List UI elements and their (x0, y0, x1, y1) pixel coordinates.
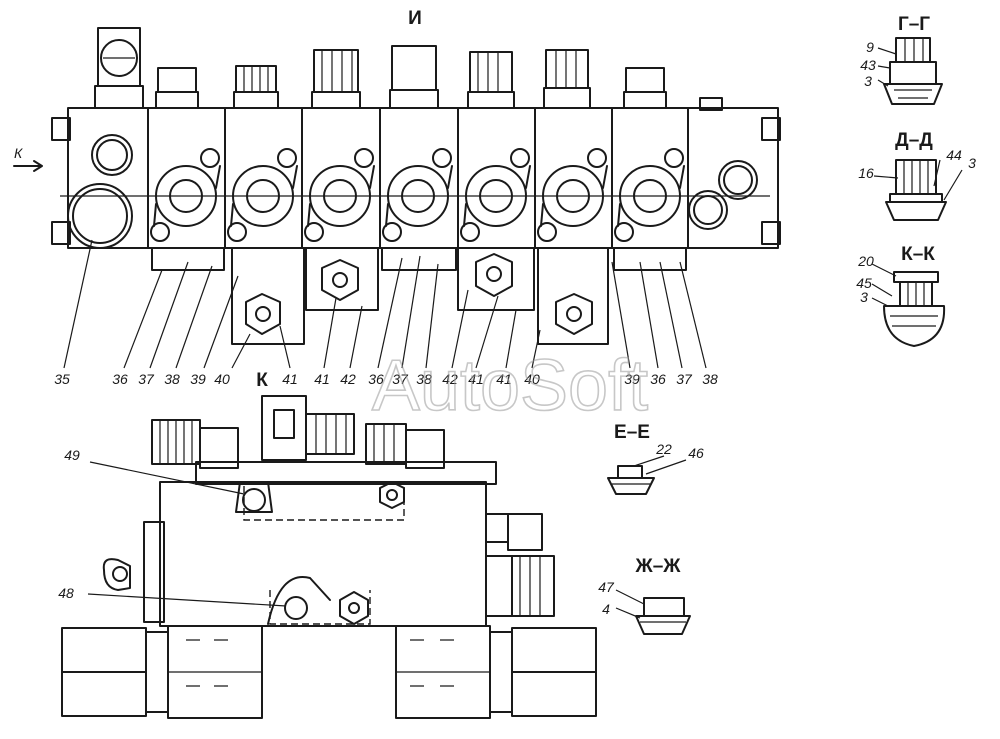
callout-label: 40 (214, 371, 230, 387)
view-label-side-arrow: К (14, 145, 23, 161)
callout-label: 41 (496, 371, 512, 387)
callout-label: 38 (702, 371, 718, 387)
part-label: 3 (860, 289, 868, 305)
section-title: Ж–Ж (635, 556, 682, 577)
part-label: 4 (602, 601, 610, 617)
callout-label: 37 (676, 371, 693, 387)
part-label: 3 (864, 73, 872, 89)
valve-block-side-view (61, 395, 597, 719)
top-fittings (94, 27, 723, 111)
callout-label: 36 (650, 371, 666, 387)
part-label: 43 (860, 57, 876, 73)
callout-label: 36 (112, 371, 128, 387)
callout-label: 39 (624, 371, 640, 387)
valve-block-top-view (13, 27, 781, 369)
section-title: Е–Е (614, 422, 650, 443)
callout-label: 41 (314, 371, 330, 387)
callout-label: 42 (340, 371, 356, 387)
callout-label: 38 (416, 371, 432, 387)
bottom-relief-valves (151, 247, 687, 345)
callout-label: 41 (468, 371, 484, 387)
part-label: 47 (598, 579, 615, 595)
callout-label: 35 (54, 371, 70, 387)
callout-label: 42 (442, 371, 458, 387)
watermark: AutoSoft (372, 346, 648, 426)
section-k-k: К–К 20 45 3 (856, 244, 946, 347)
part-label: 20 (857, 253, 874, 269)
section-zh-zh: Ж–Ж 47 4 (598, 556, 691, 635)
callout-label: 48 (58, 585, 74, 601)
callout-label: 39 (190, 371, 206, 387)
callout-label: 38 (164, 371, 180, 387)
callout-label: 40 (524, 371, 540, 387)
section-title: Д–Д (895, 130, 933, 151)
part-label: 3 (968, 155, 976, 171)
callout-label: 49 (64, 447, 80, 463)
view-label-bottom-left: К (256, 370, 268, 391)
section-title: К–К (901, 244, 935, 265)
callout-label: 36 (368, 371, 384, 387)
part-label: 45 (856, 275, 872, 291)
view-label-top: И (408, 8, 422, 29)
part-label: 22 (655, 441, 672, 457)
callout-label: 37 (392, 371, 409, 387)
callout-label: 37 (138, 371, 155, 387)
section-g-g: Г–Г 9 43 3 (860, 14, 943, 105)
spool-sections (150, 148, 685, 242)
callout-label: 41 (282, 371, 298, 387)
callouts-top: 35 36 37 38 39 40 41 41 42 36 37 38 42 4… (54, 371, 718, 387)
section-title: Г–Г (898, 14, 930, 35)
section-e-e: Е–Е 22 46 (607, 422, 704, 495)
part-label: 9 (866, 39, 874, 55)
leader-lines (63, 239, 707, 369)
section-d-d: Д–Д 16 44 3 (858, 130, 976, 221)
part-label: 16 (858, 165, 874, 181)
part-label: 46 (688, 445, 704, 461)
part-label: 44 (946, 147, 962, 163)
